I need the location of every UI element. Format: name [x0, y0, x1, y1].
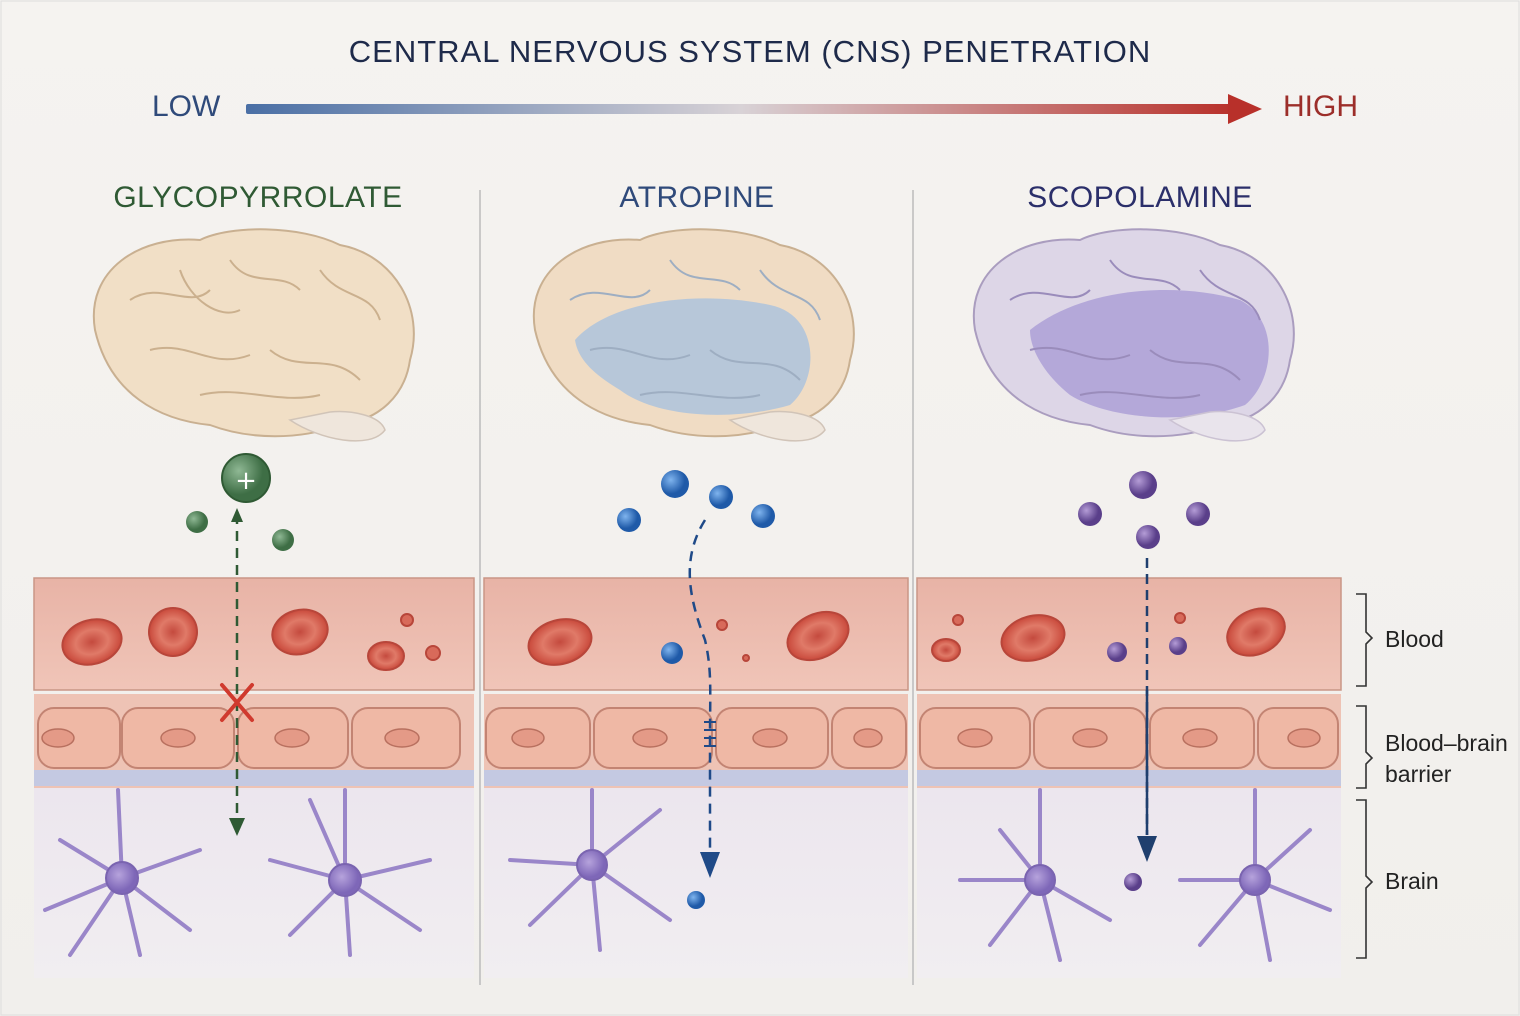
membrane-2	[484, 770, 908, 786]
tissue-layers	[33, 577, 1342, 978]
membrane-3	[917, 770, 1341, 786]
neuron-bodies	[105, 849, 1271, 897]
membrane-1	[34, 770, 474, 786]
layer-label-brain: Brain	[1385, 868, 1439, 894]
scale-high-label: HIGH	[1283, 90, 1358, 123]
brain-tissue-1	[34, 788, 474, 978]
layer-braces	[1356, 593, 1374, 959]
brain-glycopyrrolate	[92, 228, 415, 442]
drug-name-scopolamine: SCOPOLAMINE	[1027, 181, 1253, 214]
atropine-molecules	[617, 470, 775, 909]
diagram-title: CENTRAL NERVOUS SYSTEM (CNS) PENETRATION	[348, 34, 1152, 69]
layer-label-blood: Blood	[1385, 626, 1444, 652]
drug-name-atropine: ATROPINE	[619, 181, 775, 214]
scale-low-label: LOW	[152, 90, 221, 123]
scale-arrowhead	[1228, 94, 1262, 124]
brain-tissue-2	[484, 788, 908, 978]
endothelial-cells	[37, 707, 1339, 769]
brain-scopolamine	[972, 228, 1295, 442]
brain-atropine	[532, 228, 855, 442]
drug-name-glycopyrrolate: GLYCOPYRROLATE	[113, 181, 403, 214]
cell-nuclei	[41, 728, 1321, 748]
red-blood-cells	[61, 607, 1286, 671]
glycopyrrolate-molecules: +	[186, 453, 294, 836]
penetration-scale-bar	[246, 104, 1236, 114]
neurons	[43, 788, 1332, 962]
layer-label-bbb: Blood–brain barrier	[1385, 730, 1508, 787]
svg-text:+: +	[235, 466, 257, 496]
scopolamine-molecules	[1078, 471, 1210, 891]
